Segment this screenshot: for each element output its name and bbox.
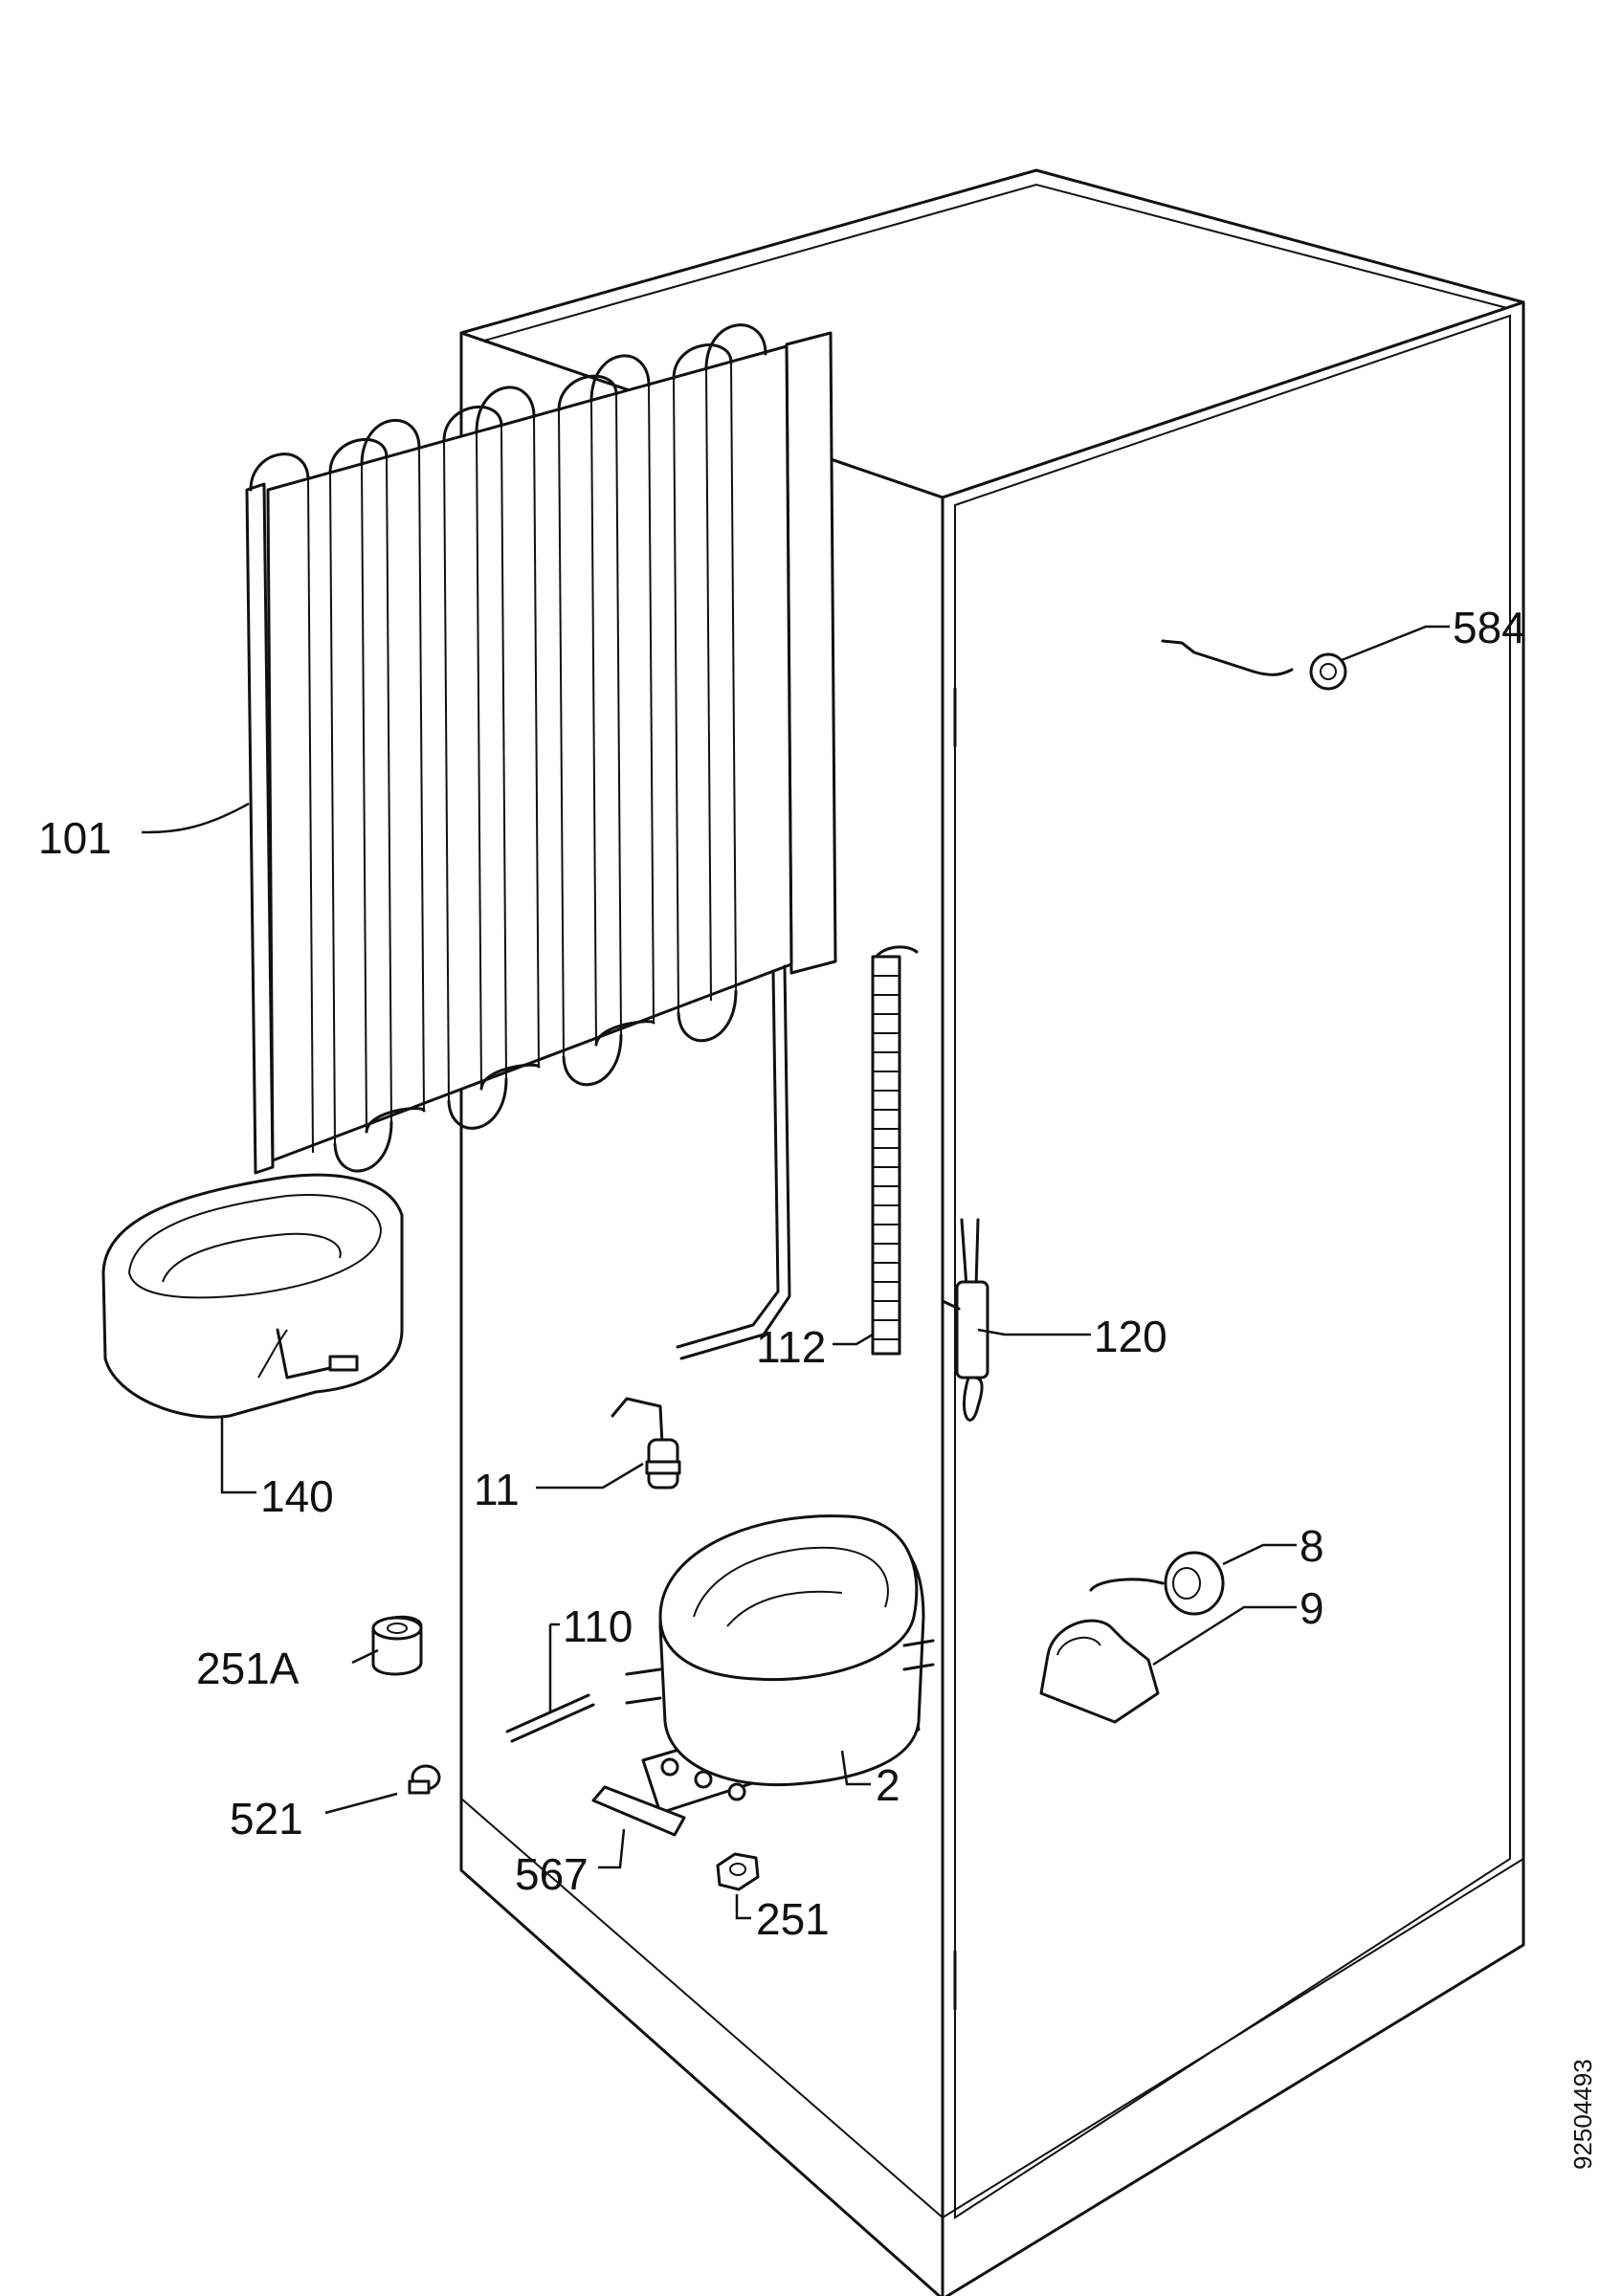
callout-521: 521: [230, 1794, 303, 1843]
callout-110: 110: [563, 1601, 633, 1651]
sensor-part-120: [941, 1218, 989, 1422]
callout-584: 584: [1453, 603, 1526, 652]
callout-8: 8: [1300, 1521, 1324, 1571]
callout-251: 251: [756, 1894, 830, 1944]
compressor-part-2: [625, 1514, 935, 1815]
callout-120: 120: [1094, 1312, 1167, 1361]
nut-part-251: [716, 1852, 760, 1891]
screw-part-521: [408, 1764, 441, 1795]
callout-140: 140: [260, 1471, 334, 1521]
condenser-coil-part-101: [245, 323, 837, 1360]
relay-part-8: [1089, 1551, 1225, 1616]
pipe-part-110: [505, 1693, 595, 1743]
grommet-part-251a: [371, 1615, 423, 1676]
document-number: 92504493: [1568, 2059, 1597, 2170]
callout-2: 2: [876, 1760, 900, 1810]
relay-holder-part-9: [1039, 1619, 1160, 1724]
cable-part-584: [1161, 639, 1347, 691]
callout-112: 112: [756, 1322, 826, 1372]
callout-9: 9: [1300, 1583, 1324, 1633]
valve-part-11: [611, 1397, 681, 1490]
callout-251a: 251A: [196, 1644, 300, 1693]
callout-11: 11: [474, 1465, 520, 1514]
leader-lines: [141, 625, 1450, 1920]
drip-tray-part-140: [101, 1173, 404, 1419]
callout-101: 101: [38, 813, 112, 863]
drier-tube-part-112: [871, 945, 919, 1356]
plate-part-567: [591, 1785, 686, 1837]
callout-567: 567: [515, 1849, 589, 1899]
